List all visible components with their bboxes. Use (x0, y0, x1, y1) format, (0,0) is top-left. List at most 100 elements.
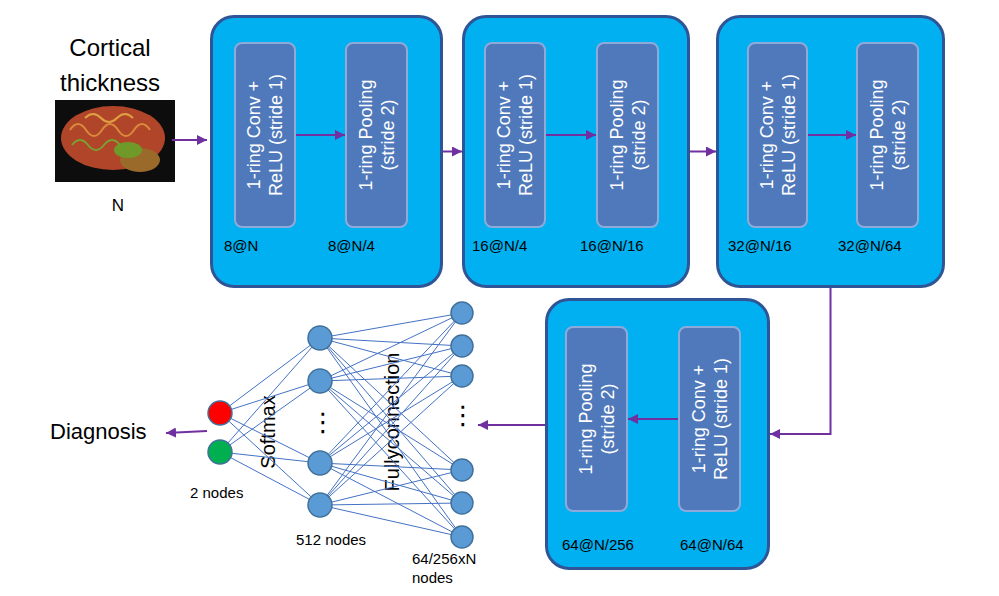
wire (320, 313, 462, 505)
layer-box: 1-ring Pooling (stride 2) (856, 42, 919, 228)
layer-box: 1-ring Conv + ReLU (stride 1) (747, 42, 808, 228)
input-neuron (451, 492, 473, 514)
brain-shape (61, 106, 165, 170)
input-arrow (172, 139, 207, 141)
layer-name: 1-ring Pooling (stride 2) (866, 69, 910, 201)
ellipsis: ⋮ (310, 407, 334, 437)
wire (320, 338, 462, 376)
wire (320, 381, 462, 503)
input-neuron (451, 459, 473, 481)
hidden-neuron (308, 451, 332, 475)
stage-box: 64@N/256 64@N/64 1-ring Pooling (stride 2)… (545, 298, 770, 570)
wire (320, 470, 462, 505)
wire (320, 376, 462, 505)
output-arrow (166, 431, 207, 433)
tensor-size: 8@N/4 (328, 237, 375, 254)
flatten-arrow (478, 424, 545, 426)
tensor-size: 32@N/64 (838, 237, 902, 254)
layer-name: 1-ring Conv + ReLU (stride 1) (243, 69, 287, 201)
input-title: Cortical thickness (38, 30, 182, 100)
tensor-size: 8@N (224, 237, 258, 254)
input-neuron (451, 365, 473, 387)
wire (220, 452, 320, 505)
wire (320, 505, 462, 537)
layer-box: 1-ring Pooling (stride 2) (596, 42, 659, 228)
layer-name: 1-ring Conv + ReLU (stride 1) (756, 69, 800, 201)
wire (220, 413, 320, 463)
flow-arrow (628, 418, 678, 420)
neurons (308, 302, 473, 548)
wire (320, 463, 462, 503)
wire (320, 338, 462, 346)
wire (320, 381, 462, 537)
wire (320, 346, 462, 381)
image-background (55, 100, 175, 182)
tensor-size: 32@N/16 (728, 237, 792, 254)
brain-lobe (120, 148, 160, 172)
wire (320, 503, 462, 505)
hidden-neuron (308, 369, 332, 393)
wire (320, 313, 462, 338)
flow-arrow (808, 134, 856, 136)
layer-box: 1-ring Conv + ReLU (stride 1) (678, 326, 741, 512)
wire (320, 338, 462, 537)
tensor-size: 16@N/16 (580, 237, 644, 254)
wire (320, 313, 462, 381)
flow-arrow (546, 134, 596, 136)
output-label: Diagnosis (50, 419, 147, 445)
brain-gyri (70, 124, 150, 136)
input-neuron (451, 335, 473, 357)
wire (320, 463, 462, 537)
tensor-size: 64@N/64 (680, 536, 744, 553)
wire (220, 338, 320, 413)
brain-highlight (114, 142, 142, 158)
layer-size: 512 nodes (296, 531, 366, 549)
stage-box: 8@N 8@N/4 1-ring Conv + ReLU (stride 1) 1-r… (210, 15, 443, 288)
wire (320, 346, 462, 463)
wire (220, 381, 320, 452)
wire (320, 376, 462, 381)
layer-box: 1-ring Conv + ReLU (stride 1) (484, 42, 546, 228)
edge-layer (296, 135, 856, 434)
layer-name: 1-ring Pooling (stride 2) (575, 353, 619, 485)
flow-arrow (296, 134, 345, 136)
stage-box: 16@N/416@N/161-ring Conv + ReLU (stride … (462, 15, 690, 288)
input-size: N (108, 196, 128, 216)
wire (320, 346, 462, 505)
wire (320, 463, 462, 470)
layer-box: 1-ring Pooling (stride 2) (565, 326, 628, 512)
wire (220, 338, 320, 452)
layer-name: Softmax (257, 395, 280, 468)
wire (320, 338, 462, 470)
layer-name: 1-ring Conv + ReLU (stride 1) (688, 353, 732, 485)
wire (320, 313, 462, 463)
brain-gyri (85, 114, 133, 122)
layer-name: 1-ring Pooling (stride 2) (606, 69, 650, 201)
layer-box: 1-ring Pooling (stride 2) (345, 42, 408, 228)
layer-name: Fullyconnection (381, 353, 404, 492)
wire (220, 452, 320, 463)
brain-image (55, 100, 175, 182)
tensor-size: 64@N/256 (562, 536, 634, 553)
ellipsis: ⋮ (450, 400, 474, 430)
hidden-neuron (308, 493, 332, 517)
network-wires (220, 313, 462, 537)
wire (320, 376, 462, 463)
layer-size: 64/256xN nodes (412, 549, 494, 587)
stage-box: 32@N/16 32@N/64 1-ring Conv + ReLU (stride… (716, 15, 945, 288)
input-neuron (451, 302, 473, 324)
flow-arrow (770, 288, 831, 434)
layer-name: 1-ring Pooling (stride 2) (355, 69, 399, 201)
wire (220, 413, 320, 505)
wire (320, 338, 462, 503)
wire (220, 381, 320, 413)
output-neuron (208, 401, 232, 425)
hidden-neuron (308, 326, 332, 350)
brain-gyri (72, 140, 120, 150)
wire (320, 381, 462, 470)
flow-arrow (443, 151, 462, 153)
input-neuron (451, 526, 473, 548)
layer-box: 1-ring Conv + ReLU (stride 1) (234, 42, 296, 228)
